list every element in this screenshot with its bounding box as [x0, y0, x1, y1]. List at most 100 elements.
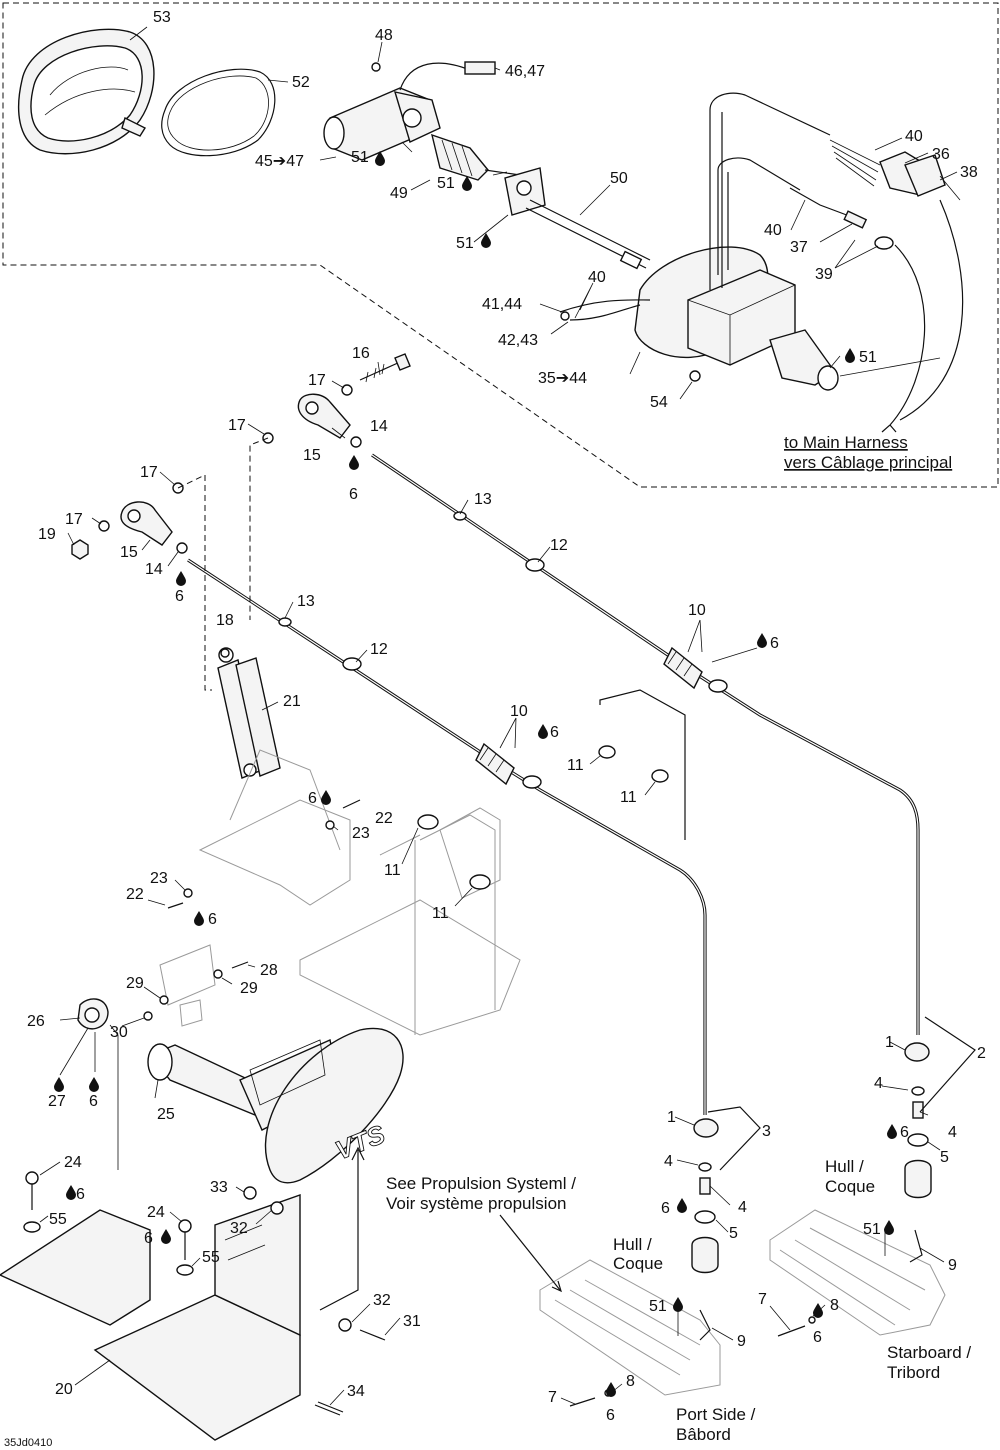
- callout: 11: [620, 789, 637, 806]
- callout: 45➔47: [255, 153, 304, 170]
- bracket-line-2: [919, 1016, 976, 1113]
- note-port-1: Port Side /: [676, 1405, 756, 1424]
- actuator-spring: [431, 133, 521, 181]
- callout: 10: [688, 602, 706, 619]
- callout: 25: [157, 1106, 175, 1123]
- callout: 36: [932, 146, 950, 163]
- rod-end-15-right: [297, 393, 351, 439]
- tilt-lock-bracket: [159, 944, 216, 1027]
- vts-switch-housing: [239, 1027, 404, 1184]
- callout: 14: [370, 418, 388, 435]
- callout: 29: [126, 975, 144, 992]
- note-hull-left-2: Coque: [613, 1254, 663, 1273]
- nut-14-left: [176, 542, 188, 554]
- callout: 40: [764, 222, 782, 239]
- note-starboard-2: Tribord: [887, 1363, 940, 1382]
- note-hull-left-1: Hull /: [613, 1235, 652, 1254]
- bolt-22-upper: [342, 799, 361, 809]
- callout: 12: [550, 537, 568, 554]
- starboard-nozzle: [769, 1209, 946, 1337]
- callout: 48: [375, 27, 393, 44]
- mount-bracket-11: [417, 807, 501, 899]
- washer-55-left: [23, 1221, 41, 1233]
- callout: 6: [308, 790, 317, 807]
- washer-32-upper: [270, 1201, 284, 1215]
- callout: 2: [977, 1045, 986, 1062]
- callout: 51: [456, 235, 474, 252]
- bushing-18: [220, 648, 230, 658]
- washer-55-right: [176, 1264, 194, 1276]
- nut-30: [143, 1011, 153, 1021]
- gauge-bezel: [17, 28, 155, 155]
- callout: 51: [437, 175, 455, 192]
- callout: 26: [27, 1013, 45, 1030]
- callout: 10: [510, 703, 528, 720]
- callout: 4: [948, 1124, 957, 1141]
- leader-dash-left: [177, 474, 212, 691]
- callout: 40: [588, 269, 606, 286]
- mounting-plate-20: [0, 1194, 301, 1441]
- washer-32-lower: [338, 1318, 352, 1332]
- callout: 6: [550, 724, 559, 741]
- callout: 32: [230, 1220, 248, 1237]
- wiring-terminals-37-39: [789, 187, 894, 250]
- washer-17-top: [341, 384, 353, 396]
- note-port-2: Bâbord: [676, 1425, 731, 1444]
- callout: 46,47: [505, 63, 545, 80]
- callout: 6: [89, 1093, 98, 1110]
- callout: 51: [859, 349, 877, 366]
- arrow-head-vts: [351, 1146, 365, 1161]
- leader-dash-bracket: [599, 689, 686, 840]
- callout: 6: [349, 486, 358, 503]
- callout: 27: [48, 1093, 66, 1110]
- harness-leads: [559, 199, 964, 433]
- note-main-harness-en: to Main Harness: [784, 433, 908, 452]
- callout: 17: [140, 464, 158, 481]
- note-propulsion-fr: Voir système propulsion: [386, 1194, 566, 1213]
- electrical-group-border: [2, 2, 999, 488]
- callout: 40: [905, 128, 923, 145]
- callout: 28: [260, 962, 278, 979]
- propulsion-leader-head: [551, 1280, 562, 1293]
- callout-labels: 53 52 48 46,47 45➔47 51 49 51 50 51 40 3…: [27, 9, 986, 1424]
- callout: 21: [283, 693, 301, 710]
- steering-link-21: [217, 647, 281, 779]
- control-module: [634, 92, 839, 391]
- note-hull-right-2: Coque: [825, 1177, 875, 1196]
- callout: 6: [76, 1186, 85, 1203]
- port-nozzle: [539, 1259, 721, 1407]
- callout: 11: [384, 862, 401, 879]
- callout: 5: [729, 1225, 738, 1242]
- washer-11-upper: [598, 745, 616, 759]
- gauge-gasket: [161, 68, 276, 157]
- callout: 9: [948, 1257, 957, 1274]
- bolt-24-left-head: [25, 1171, 39, 1185]
- callout: 19: [38, 526, 56, 543]
- leader-dash-mid: [249, 437, 269, 620]
- actuator-bracket: [504, 167, 546, 216]
- nut-19: [71, 539, 89, 560]
- callout: 17: [228, 417, 246, 434]
- callout: 17: [308, 372, 326, 389]
- callout: 8: [626, 1373, 635, 1390]
- callout: 38: [960, 164, 978, 181]
- callout: 50: [610, 170, 628, 187]
- bolt-31: [359, 1329, 386, 1341]
- callout: 6: [208, 911, 217, 928]
- callout: 14: [145, 561, 163, 578]
- callout: 49: [390, 185, 408, 202]
- callout: 35➔44: [538, 370, 587, 387]
- callout: 3: [762, 1123, 771, 1140]
- callout: 1: [667, 1109, 676, 1126]
- steering-cable-left: [187, 558, 707, 1115]
- callout: 31: [403, 1313, 421, 1330]
- washer-11-lower: [651, 769, 669, 783]
- callout: 29: [240, 980, 258, 997]
- pivot-bolt-16: [359, 353, 411, 383]
- callout: 20: [55, 1381, 73, 1398]
- callout: 51: [863, 1221, 881, 1238]
- callout: 42,43: [498, 332, 538, 349]
- callout: 6: [144, 1230, 153, 1247]
- washer-33: [243, 1186, 257, 1200]
- callout: 11: [432, 905, 449, 922]
